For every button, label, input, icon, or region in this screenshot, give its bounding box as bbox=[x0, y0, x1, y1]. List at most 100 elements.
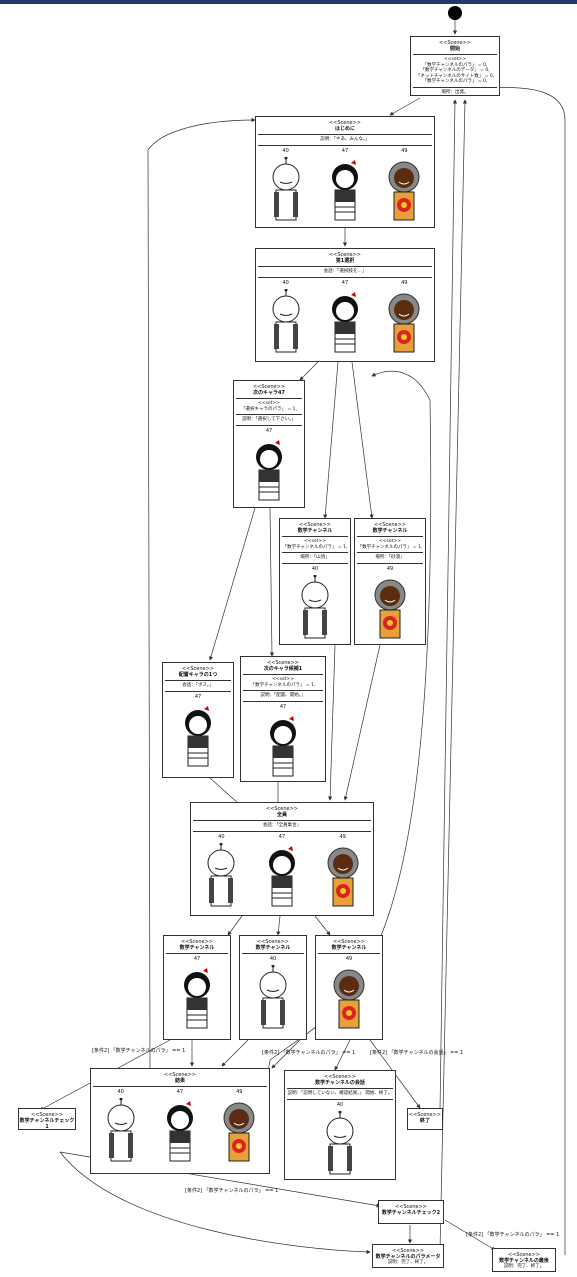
edge-1 bbox=[389, 97, 421, 116]
edge-6 bbox=[208, 507, 256, 661]
node-hajimari: <<Scene>> はじめに 説明：「やあ、みんな。」 40 47 49 bbox=[255, 116, 435, 228]
char-id: 49 bbox=[339, 833, 346, 840]
char-id: 40 bbox=[336, 1101, 344, 1108]
stereotype: <<Scene>> bbox=[507, 1252, 540, 1258]
start-node bbox=[448, 6, 462, 20]
node-s47: <<Scene>> 数学チャンネル 47 bbox=[163, 935, 231, 1040]
node-line: 説明：完了、終了。 bbox=[503, 1264, 545, 1269]
char-40-icon bbox=[272, 288, 300, 352]
node-line: 説明：完了、終了。 bbox=[387, 1260, 429, 1265]
node-name: 数学チャンネルの会話 bbox=[315, 1080, 365, 1086]
stereotype: <<Scene>> bbox=[266, 660, 299, 666]
node-name: 数学チャンネルのパラメータ bbox=[375, 1254, 441, 1260]
edge-label: [条件2] 「数学チャンネルのパラ」 == 1 bbox=[466, 1232, 560, 1238]
stereotype: <<Scene>> bbox=[323, 1074, 356, 1080]
node-line: 「数学チャンネルのデータ」 = 0, bbox=[420, 68, 490, 73]
edge-16 bbox=[221, 1039, 249, 1067]
stereotype: <<Scene>> bbox=[394, 1204, 427, 1210]
node-line: <<set>> bbox=[258, 401, 280, 406]
node-line: 説明：「やあ、みんな。」 bbox=[320, 137, 370, 142]
node-line: 「数学チャンネルのパラ」 = 0, bbox=[422, 79, 488, 84]
node-line: 場所：「砂漠」 bbox=[375, 555, 405, 560]
char-row bbox=[280, 574, 350, 645]
node-name: 数学チャンネルチェック2 bbox=[381, 1210, 441, 1216]
stereotype: <<Scene>> bbox=[265, 806, 298, 812]
char-49-icon bbox=[374, 579, 406, 638]
stereotype: <<Scene>> bbox=[180, 939, 213, 945]
char-row bbox=[234, 437, 304, 507]
node-check2: <<Scene>> 数学チャンネルチェック2 bbox=[378, 1200, 444, 1224]
char-47-icon bbox=[184, 968, 210, 1029]
char-47-icon bbox=[270, 715, 296, 776]
char-id: 47 bbox=[279, 703, 287, 710]
node-kyara40: <<Scene>> 数学チャンネル <<set>> 「数学チャンネルのパラ」 =… bbox=[279, 518, 351, 645]
char-row bbox=[256, 288, 434, 359]
node-name: 全員 bbox=[276, 812, 287, 818]
char-id: 40 bbox=[269, 956, 277, 962]
char-row bbox=[316, 965, 382, 1035]
stereotype: <<Scene>> bbox=[181, 666, 214, 672]
char-49-icon bbox=[388, 293, 420, 352]
char-id: 40 bbox=[311, 565, 319, 572]
node-line: 「数学チャンネルのパラ」 = 1, bbox=[250, 682, 316, 688]
char-row bbox=[163, 703, 233, 773]
node-kaishi: <<Scene>> 開始 <<set>> 「数学チャンネルのパラ」 = 0, 「… bbox=[410, 36, 500, 96]
stereotype: <<Scene>> bbox=[256, 939, 289, 945]
char-id: 49 bbox=[345, 956, 353, 962]
node-name: はじめに bbox=[334, 126, 355, 132]
edge-12 bbox=[227, 915, 243, 936]
stereotype: <<Scene>> bbox=[332, 939, 365, 945]
node-line: 場所：「山頂」 bbox=[300, 555, 330, 560]
char-40-icon bbox=[301, 574, 329, 638]
char-id: 40 bbox=[282, 147, 289, 154]
char-49-icon bbox=[223, 1102, 255, 1162]
edge-14 bbox=[314, 915, 331, 936]
node-line: 会話：「全員集合」 bbox=[262, 823, 302, 828]
node-line: <<set>> bbox=[444, 57, 466, 62]
stereotype: <<Scene>> bbox=[408, 1112, 441, 1118]
edge-3 bbox=[299, 361, 319, 381]
edge-28 bbox=[439, 99, 468, 1251]
char-id: 47 bbox=[265, 427, 273, 434]
node-line: 場所：出発。 bbox=[441, 89, 469, 95]
char-id: 47 bbox=[341, 147, 349, 154]
node-line: 「数学チャンネルのパラ」 = 0, bbox=[422, 62, 488, 68]
char-49-icon bbox=[388, 161, 420, 220]
node-line: 会話：「ボス。」 bbox=[182, 683, 214, 688]
edge-label: [条件2] 「数学チャンネルのパラ」 == 1 bbox=[92, 1048, 186, 1054]
char-row bbox=[91, 1098, 269, 1168]
char-id: 47 bbox=[341, 279, 349, 286]
char-40-icon bbox=[259, 965, 287, 1029]
char-row bbox=[191, 842, 373, 913]
edge-label: [条件2] 「数学チャンネルのパラ」 == 1 bbox=[262, 1050, 356, 1056]
node-last1: <<Scene>> 数学チャンネルのパラメータ 説明：完了、終了。 bbox=[372, 1244, 444, 1268]
char-id: 47 bbox=[194, 693, 202, 700]
node-line: <<set>> bbox=[272, 677, 294, 682]
node-haichi: <<Scene>> 配置キャラの1つ 会話：「ボス。」 47 bbox=[162, 662, 234, 778]
char-row bbox=[355, 575, 425, 645]
node-name: 数学チャンネル bbox=[372, 528, 408, 534]
edge-9 bbox=[343, 644, 381, 801]
edge-5 bbox=[351, 361, 374, 519]
node-s40: <<Scene>> 数学チャンネル 40 bbox=[239, 935, 307, 1040]
node-name: 数学チャンネルチェック1 bbox=[19, 1118, 75, 1130]
node-name: 開始 bbox=[449, 46, 460, 52]
node-kekka: <<Scene>> 結果 40 47 49 bbox=[90, 1068, 270, 1174]
char-id: 40 bbox=[218, 833, 225, 840]
char-row bbox=[240, 965, 306, 1035]
stereotype: <<Scene>> bbox=[373, 522, 406, 528]
edge-4 bbox=[323, 361, 339, 519]
node-sentaku: <<Scene>> 第1選択 会話：「選択肢を…」 40 47 49 bbox=[255, 248, 435, 362]
char-47-icon bbox=[331, 291, 358, 352]
edge-label: [条件2] 「数学チャンネルの会話」 == 1 bbox=[370, 1050, 464, 1056]
edge-8 bbox=[328, 644, 336, 801]
char-row bbox=[285, 1110, 395, 1180]
char-row bbox=[164, 965, 230, 1035]
char-id: 40 bbox=[282, 279, 289, 286]
node-tsugi47: <<Scene>> 次のキャラ47 <<set>> 「選択キャラのパラ」 = 1… bbox=[233, 380, 305, 508]
char-40-icon bbox=[107, 1098, 135, 1162]
node-name: 数学チャンネル bbox=[297, 528, 333, 534]
edge-7 bbox=[269, 507, 275, 657]
node-tsugi-b: <<Scene>> 次のキャラ候補1 <<set>> 「数学チャンネルのパラ」 … bbox=[240, 656, 326, 782]
